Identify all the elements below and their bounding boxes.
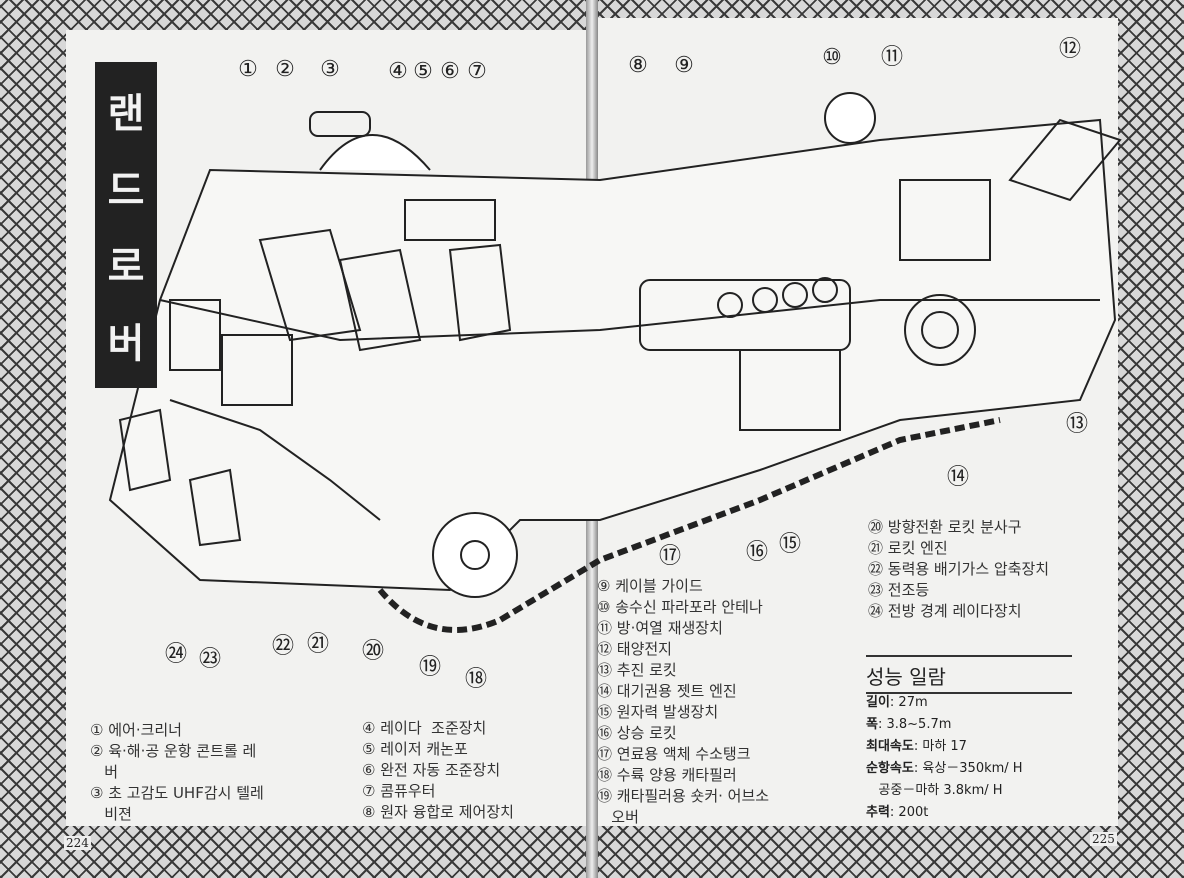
legend-item: ⑱ 수륙 양용 캐타필러 xyxy=(597,766,737,784)
legend-item: ⑲ 캐타필러용 숏커· 어브소 xyxy=(597,787,770,805)
spec-value: : 27m xyxy=(889,695,928,710)
legend-item: ⑭ 대기권용 젯트 엔진 xyxy=(597,682,737,700)
spec-key: 순항속도 xyxy=(866,761,914,776)
page-number-right: 225 xyxy=(1090,832,1117,846)
legend-item: ⑩ 송수신 파라포라 안테나 xyxy=(597,598,763,616)
legend-item: ⑦ 콤퓨우터 xyxy=(362,782,436,800)
legend-item: ④ 레이다 조준장치 xyxy=(362,719,487,737)
spec-value: 공중－마하 3.8km/ H xyxy=(866,783,1003,798)
legend-item: ⑰ 연료용 액체 수소탱크 xyxy=(597,745,751,763)
legend-item: ⑧ 원자 융합로 제어장치 xyxy=(362,803,514,821)
legend-right: ⑳ 방향전환 로킷 분사구 ㉑ 로킷 엔진 ㉒ 동력용 배기가스 압축장치 ㉓ … xyxy=(868,517,1049,622)
callout-21: ㉑ xyxy=(306,632,330,657)
legend-middle: ⑨ 케이블 가이드 ⑩ 송수신 파라포라 안테나 ⑪ 방·여열 재생장치 ⑫ 태… xyxy=(597,576,769,828)
legend-item: ⑯ 상승 로킷 xyxy=(597,724,677,742)
callout-4: ④ xyxy=(388,59,408,84)
legend-item: ⑬ 추진 로킷 xyxy=(597,661,677,679)
callout-24: ㉔ xyxy=(164,642,188,667)
specs-list: 길이: 27m 폭: 3.8~5.7m 최대속도: 마하 17 순항속도: 육상… xyxy=(866,692,1023,824)
page-number-left: 224 xyxy=(64,836,91,850)
legend-item: ㉑ 로킷 엔진 xyxy=(868,539,948,557)
legend-item: 오버 xyxy=(597,808,639,826)
spec-value: : 마하 17 xyxy=(913,739,967,754)
callout-11: ⑪ xyxy=(880,45,904,70)
legend-item: ② 육·해·공 운항 콘트롤 레 xyxy=(90,742,257,760)
callout-14: ⑭ xyxy=(946,465,970,490)
callout-15: ⑮ xyxy=(778,532,802,557)
spec-key: 길이 xyxy=(866,695,890,710)
callout-16: ⑯ xyxy=(745,540,769,565)
article-title: 랜 드 로 버 xyxy=(95,62,157,388)
legend-item: ⑨ 케이블 가이드 xyxy=(597,577,703,595)
legend-left-b: ④ 레이다 조준장치 ⑤ 레이저 캐논포 ⑥ 완전 자동 조준장치 ⑦ 콤퓨우터… xyxy=(362,718,514,823)
spec-key: 최대속도 xyxy=(866,739,914,754)
title-char: 버 xyxy=(107,320,145,367)
legend-item: ⑪ 방·여열 재생장치 xyxy=(597,619,723,637)
spec-row: 추력: 200t xyxy=(866,802,1023,824)
spec-row: 길이: 27m xyxy=(866,692,1023,714)
legend-item: ⑮ 원자력 발생장치 xyxy=(597,703,719,721)
callout-5: ⑤ xyxy=(413,59,433,84)
callout-10: ⑩ xyxy=(822,45,842,70)
legend-item: ③ 초 고감도 UHF감시 텔레 xyxy=(90,784,264,802)
title-char: 로 xyxy=(107,244,145,291)
legend-item: ㉒ 동력용 배기가스 압축장치 xyxy=(868,560,1050,578)
callout-23: ㉓ xyxy=(198,647,222,672)
spec-row: 폭: 3.8~5.7m xyxy=(866,714,1023,736)
legend-item: ㉓ 전조등 xyxy=(868,581,930,599)
spec-key: 추력 xyxy=(866,805,890,820)
callout-7: ⑦ xyxy=(467,59,487,84)
callout-1: ① xyxy=(238,57,258,82)
callout-12: ⑫ xyxy=(1058,37,1082,62)
callout-13: ⑬ xyxy=(1065,412,1089,437)
callout-8: ⑧ xyxy=(628,53,648,78)
callout-17: ⑰ xyxy=(658,544,682,569)
specs-heading: 성능 일람 xyxy=(866,655,1072,694)
callout-22: ㉒ xyxy=(271,634,295,659)
callout-6: ⑥ xyxy=(440,59,460,84)
legend-item: ⑳ 방향전환 로킷 분사구 xyxy=(868,518,1022,536)
legend-item: 버 xyxy=(90,763,119,781)
callout-18: ⑱ xyxy=(464,667,488,692)
spec-row: 순항속도: 육상－350km/ H xyxy=(866,758,1023,780)
callout-20: ⑳ xyxy=(361,639,385,664)
legend-left-a: ① 에어·크리너 ② 육·해·공 운항 콘트롤 레 버 ③ 초 고감도 UHF감… xyxy=(90,720,264,825)
callout-3: ③ xyxy=(320,57,340,82)
spec-row: 최대속도: 마하 17 xyxy=(866,736,1023,758)
callout-2: ② xyxy=(275,57,295,82)
legend-item: 비젼 xyxy=(90,805,132,823)
spec-key: 폭 xyxy=(866,717,878,732)
callout-19: ⑲ xyxy=(418,655,442,680)
title-char: 랜 xyxy=(107,91,145,138)
legend-item: ⑫ 태양전지 xyxy=(597,640,672,658)
spec-value: : 육상－350km/ H xyxy=(913,761,1023,776)
title-char: 드 xyxy=(107,167,145,214)
spec-row: 공중－마하 3.8km/ H xyxy=(866,780,1023,802)
legend-item: ⑥ 완전 자동 조준장치 xyxy=(362,761,501,779)
spec-value: : 200t xyxy=(889,805,929,820)
callout-9: ⑨ xyxy=(674,53,694,78)
legend-item: ㉔ 전방 경계 레이다장치 xyxy=(868,602,1022,620)
legend-item: ① 에어·크리너 xyxy=(90,721,182,739)
legend-item: ⑤ 레이저 캐논포 xyxy=(362,740,468,758)
spec-value: : 3.8~5.7m xyxy=(877,717,952,732)
